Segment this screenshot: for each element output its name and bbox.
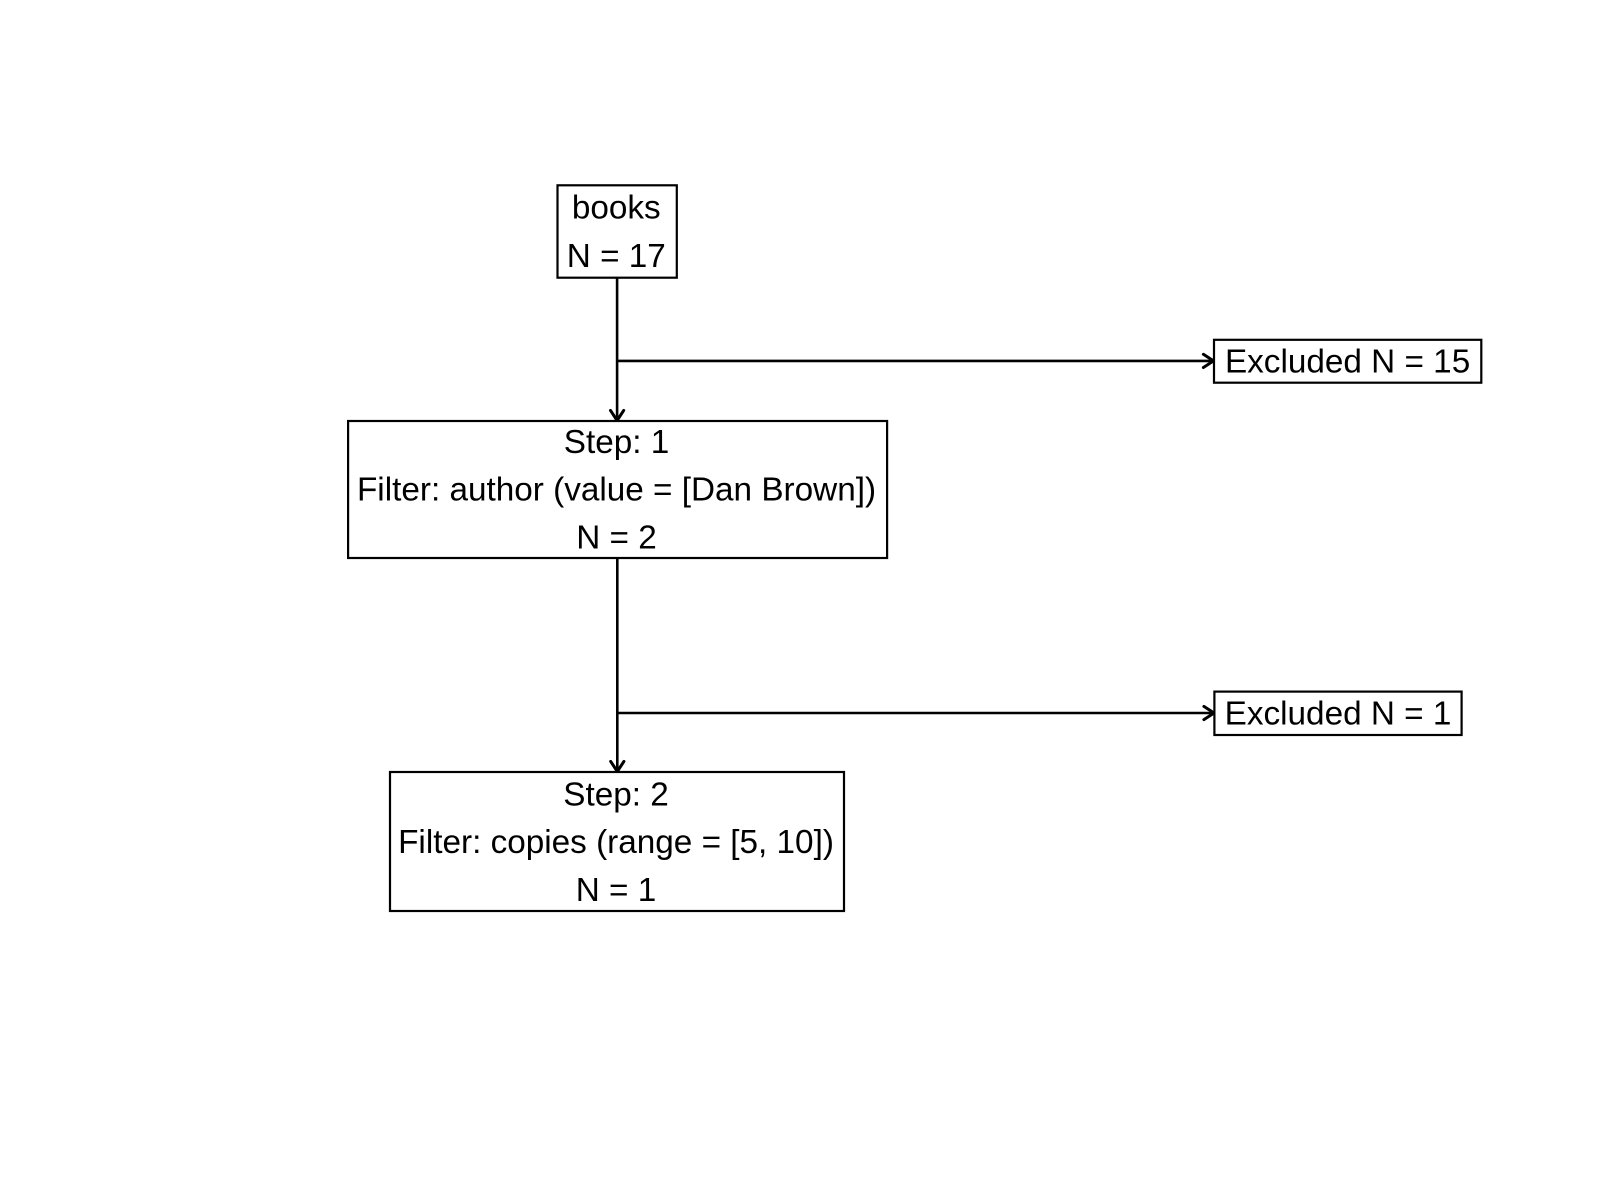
svg-text:Filter: copies (range = [5, 10: Filter: copies (range = [5, 10]) (398, 824, 834, 861)
svg-text:books: books (572, 190, 661, 227)
svg-text:Excluded N = 1: Excluded N = 1 (1225, 696, 1452, 733)
svg-text:N = 1: N = 1 (576, 872, 657, 909)
svg-text:N = 2: N = 2 (576, 519, 657, 556)
svg-text:Excluded N = 15: Excluded N = 15 (1225, 344, 1470, 381)
svg-text:Step: 1: Step: 1 (564, 424, 670, 461)
svg-text:Step: 2: Step: 2 (563, 776, 669, 813)
svg-text:N = 17: N = 17 (567, 238, 666, 275)
svg-text:Filter: author (value = [Dan B: Filter: author (value = [Dan Brown]) (357, 472, 876, 509)
